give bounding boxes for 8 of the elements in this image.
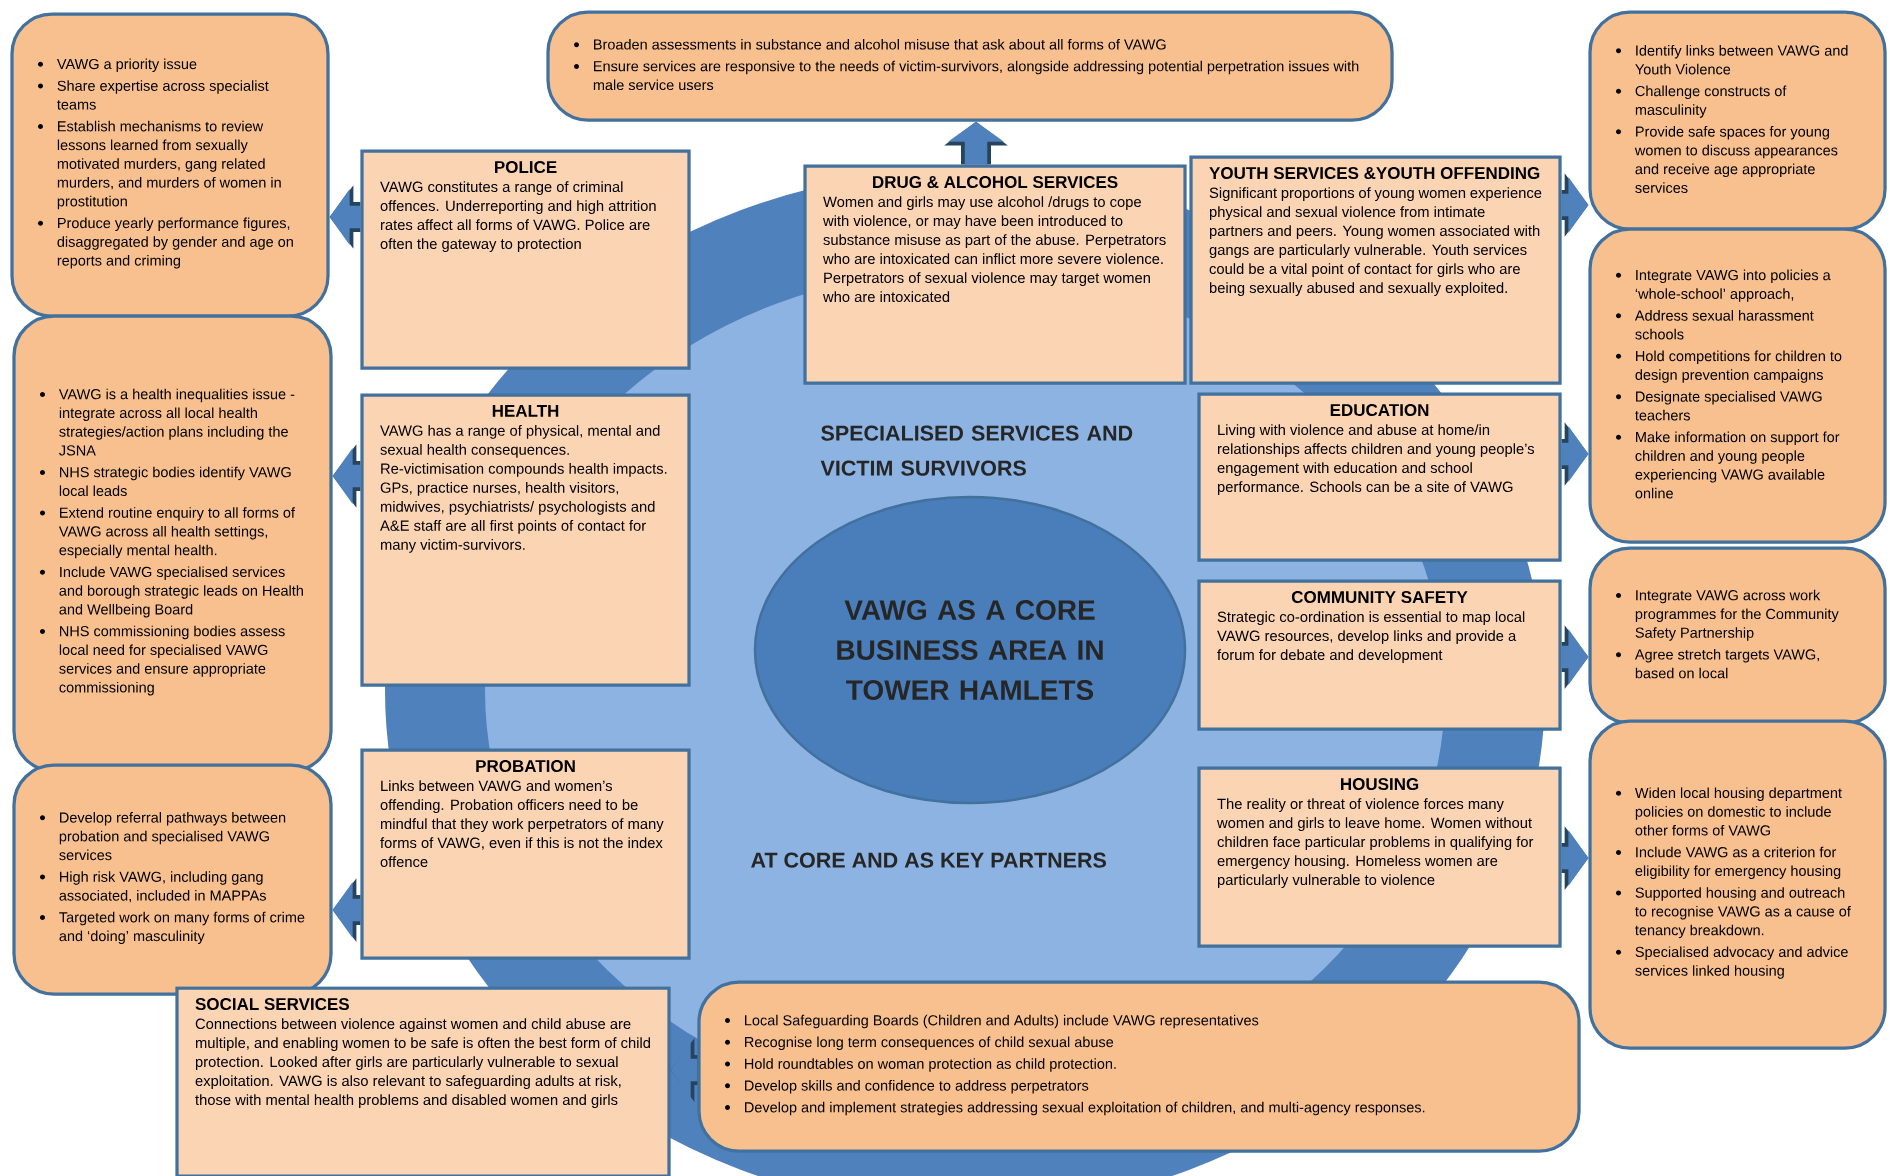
action-list-box: Develop referral pathways between probation and specialised VAWG services High risk VAWG, including gang associated, included in MAPPAs Targeted work on many forms of crime and ‘doing’ masculinity bbox=[12, 763, 333, 996]
action-list-box: Broaden assessments in substance and alcohol misuse that ask about all forms of VAWG Ensure services are responsive to the needs of victim-survivors, alongside addressing potential perpetration issues with male service users bbox=[546, 10, 1394, 122]
action-list-box: Widen local housing department policies on domestic to include other forms of VAWG Include VAWG as a criterion for eligibility for emergency housing Supported housing and outreach to recognise VAWG as a cause of tenancy breakdown. Specialised advocacy and advice services linked housing bbox=[1588, 719, 1887, 1050]
action-list-box: VAWG a priority issue Share expertise across specialist teams Establish mechanisms to review lessons learned from sexually motivated murders, gang related murders, and murders of women in prostitution Produce yearly performance figures, disaggregated by gender and age on reports and criming bbox=[10, 12, 330, 318]
action-list-box: Integrate VAWG into policies a ‘whole-school’ approach, Address sexual harassment schools Hold competitions for children to design prevention campaigns Designate specialised VAWG teachers Make information on support for children and young people experiencing VAWG available online bbox=[1588, 227, 1887, 544]
action-list-box: VAWG is a health inequalities issue - integrate across all local health strategies/action plans including the JSNA NHS strategic bodies identify VAWG local leads Extend routine enquiry to all forms of VAWG across all health settings, especially mental health. Include VAWG specialised services and borough strategic leads on Health and Wellbeing Board NHS commissioning bodies assess local need for specialised VAWG services and ensure appropriate commissioning bbox=[12, 314, 333, 773]
action-list-box: Integrate VAWG across work programmes for the Community Safety Partnership Agree stretch targets VAWG, based on local bbox=[1588, 546, 1887, 725]
action-list-box: Identify links between VAWG and Youth Violence Challenge constructs of masculinity Provide safe spaces for young women to discuss appearances and receive age appropriate services bbox=[1588, 10, 1887, 231]
